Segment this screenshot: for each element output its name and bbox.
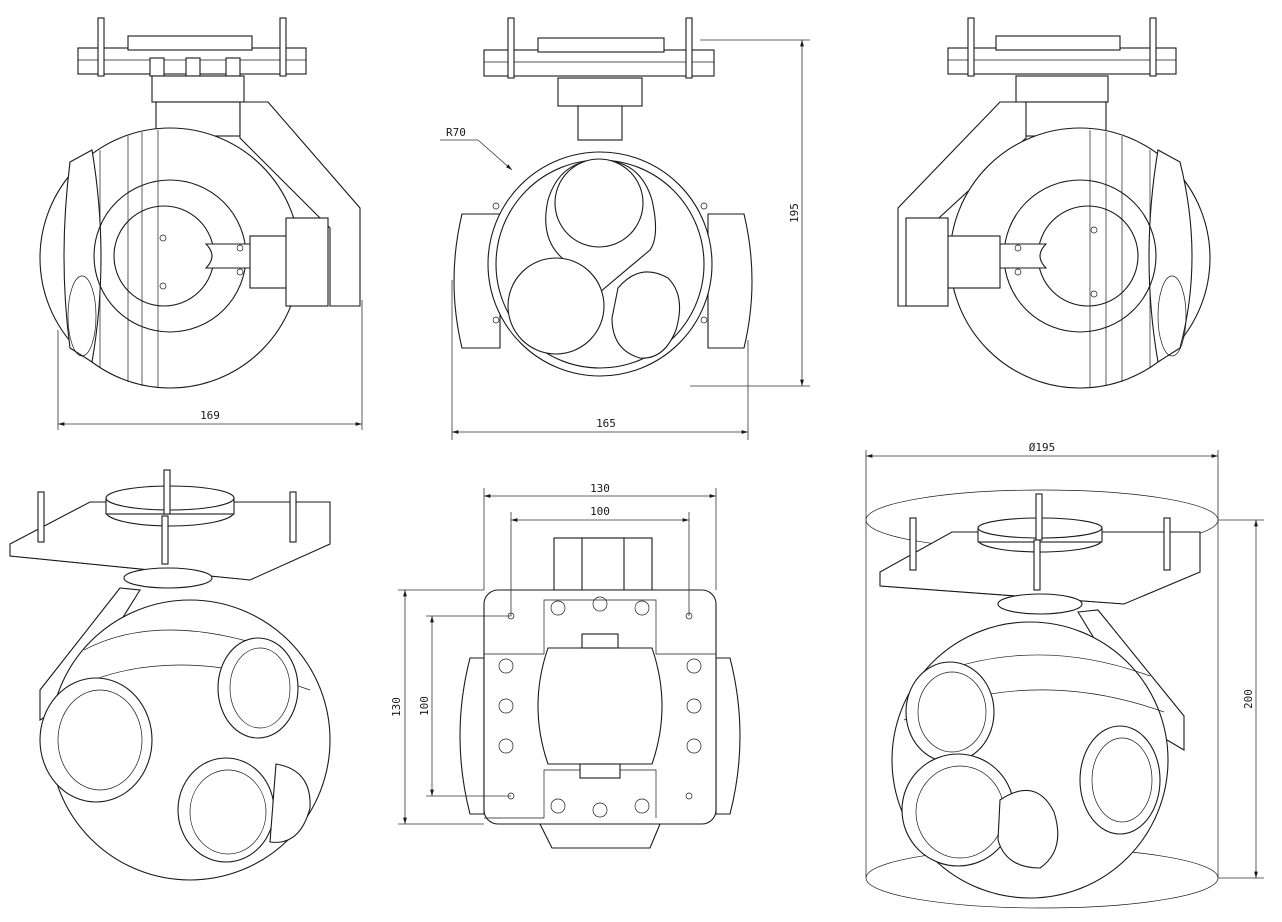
iso-lens-bottom bbox=[177, 757, 275, 863]
yaw-arm bbox=[239, 101, 361, 307]
dimension-label-195: 195 bbox=[788, 203, 801, 223]
front-view: R70 195 165 bbox=[440, 17, 810, 440]
iso-view-left bbox=[9, 469, 331, 881]
plate-view: 130 100 130 100 bbox=[390, 482, 741, 849]
iso-lens-front bbox=[39, 677, 153, 803]
standoff bbox=[279, 17, 287, 77]
iso-lens-top bbox=[217, 637, 299, 739]
dimension-label-130-width: 130 bbox=[590, 482, 610, 495]
lens-top bbox=[554, 158, 644, 248]
dimension-label-100-height: 100 bbox=[418, 696, 431, 716]
dimension-label-r70: R70 bbox=[446, 126, 466, 139]
side-motor-left bbox=[453, 213, 501, 349]
dimension-label-200: 200 bbox=[1242, 689, 1255, 709]
lens-right bbox=[611, 271, 681, 359]
side-view-left: 169 bbox=[39, 17, 363, 430]
dimension-label-169: 169 bbox=[200, 409, 220, 422]
dimension-label-130-height: 130 bbox=[390, 697, 403, 717]
side-view-right bbox=[897, 17, 1211, 389]
center-opening bbox=[537, 647, 663, 765]
dimension-label-diameter: Ø195 bbox=[1029, 441, 1056, 454]
iso-view-envelope: Ø195 200 bbox=[865, 441, 1264, 909]
lens-left bbox=[507, 257, 605, 355]
lens-bump bbox=[63, 149, 102, 363]
standoff bbox=[97, 17, 105, 77]
dimension-label-165: 165 bbox=[596, 417, 616, 430]
dimension-label-100-width: 100 bbox=[590, 505, 610, 518]
side-motor-right bbox=[707, 213, 753, 349]
